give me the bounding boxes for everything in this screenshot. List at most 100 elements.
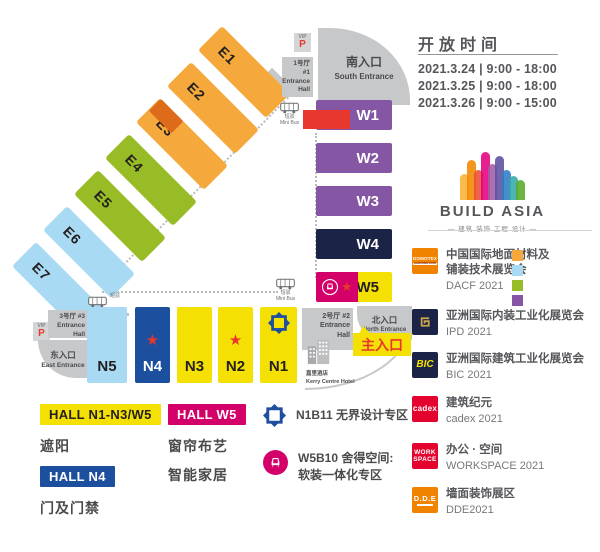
minibus-stop-middle: 短驳 Mini Bus (276, 278, 295, 302)
hall-label: N4 (142, 358, 163, 375)
hall-n5: N5 (87, 307, 127, 383)
hall-w5-soft-deco-zone: ★ (316, 272, 358, 302)
bic-code: BIC 2021 (446, 369, 492, 381)
swatch-blue (512, 265, 523, 276)
logo-bar (460, 174, 469, 200)
east-entrance-area: 东入口 East Entrance (38, 340, 88, 378)
workspace-name-line: 办公 · 空间 (446, 444, 503, 456)
hall-n1: N1 (260, 307, 297, 383)
hotel-building-icon (307, 339, 330, 365)
ipd-name-line: 亚洲国际内装工业化展览会 (446, 310, 584, 322)
hall2-line: 2号厅 #2 (322, 313, 350, 320)
hall-n4: ★N4 (135, 307, 170, 383)
vip-label: VIP (298, 34, 307, 40)
hall-label: E1 (215, 43, 240, 68)
hall-label: E7 (29, 259, 54, 284)
parking-label: P (299, 39, 306, 50)
shuttle-route-diagonal (100, 96, 289, 289)
featured-star-icon: ★ (228, 332, 243, 349)
south-entrance-label-en: South Entrance (334, 71, 394, 81)
hall1-line: Entrance (282, 77, 310, 85)
main-entrance-label: 主入口 (361, 336, 403, 353)
east-entrance-label-en: East Entrance (41, 362, 85, 369)
soft-deco-label-line: 软装一体化专区 (298, 468, 383, 482)
dde-logo-bar (417, 503, 433, 506)
hall-n2: ★N2 (218, 307, 253, 383)
hall-n3: N3 (177, 307, 212, 383)
vip-parking-top: VIP P (294, 33, 311, 52)
boundless-design-label: N1B11 无界设计专区 (296, 408, 409, 422)
logo-bar (481, 152, 490, 200)
swatch-green (512, 280, 523, 291)
kerry-label-en: Kerry Centre Hotel (306, 379, 355, 386)
bic-logo-text: BIC (416, 359, 434, 370)
hall-label: W2 (356, 149, 380, 167)
legend-row-ipd: 亚洲国际内装工业化展览会 IPD 2021 (412, 309, 600, 340)
opening-hours-row: 2021.3.26 | 9:00 - 15:00 (418, 96, 557, 110)
bic-name-line: 亚洲国际建筑工业化展览会 (446, 353, 584, 365)
hall-w4: W4 (316, 229, 392, 259)
sofa-icon (263, 450, 288, 475)
minibus-label-cn: 短驳 (110, 293, 121, 299)
ipd-code: IPD 2021 (446, 326, 492, 338)
kerry-centre-hotel: 嘉里酒店 Kerry Centre Hotel (306, 337, 376, 386)
bic-logo: BIC (412, 352, 438, 378)
minibus-icon (280, 102, 299, 114)
category-label: 门及门禁 (40, 500, 100, 516)
swatch-orange (512, 250, 523, 261)
divider (428, 230, 592, 231)
kerry-label-cn: 嘉里酒店 (306, 371, 329, 377)
hall-label: W4 (356, 235, 380, 253)
dacf-logo-subtext: asia/CHINAFLOOR (412, 261, 438, 265)
hall-w2: W2 (316, 143, 392, 173)
logo-bar (509, 176, 518, 200)
vip-parking-left: VIP P (33, 322, 50, 341)
ipd-logo (412, 309, 438, 335)
legend-row-dacf: DOMOTEX asia/CHINAFLOOR 中国国际地面材料及 铺装技术展览… (412, 248, 600, 306)
hall-badge: HALL N1-N3/W5 (40, 404, 161, 425)
dde-code: DDE2021 (446, 504, 494, 516)
legend-hall-n1n3w5: HALL N1-N3/W5 遮阳 (40, 404, 161, 456)
logo-bar (502, 170, 511, 200)
hall-label: E4 (122, 151, 147, 176)
build-asia-logo: BUILD ASIA — 建筑 装饰 工程 设计 — (420, 148, 565, 233)
hall-label: E2 (184, 79, 209, 104)
cadex-name-line: 建筑纪元 (446, 397, 492, 409)
hall-label: W5 (356, 278, 380, 296)
hall3-line: Entrance (57, 321, 85, 329)
featured-star-icon: ★ (341, 279, 353, 294)
hall3-line: 3号厅 #3 (59, 313, 85, 320)
minibus-label-en: Mini Bus (280, 120, 300, 126)
hall-label: E5 (91, 187, 116, 212)
dacf-name-line: 中国国际地面材料及 (446, 249, 550, 261)
boundless-design-icon (263, 404, 286, 427)
dacf-code: DACF 2021 (446, 280, 504, 292)
hall1-line: 1号厅 (293, 60, 310, 67)
cadex-logo: cadex (412, 396, 438, 422)
divider (418, 54, 558, 55)
legend-boundless-design: N1B11 无界设计专区 (263, 404, 408, 427)
boundless-design-zone-marker (260, 311, 297, 338)
minibus-icon (88, 296, 107, 308)
dacf-logo-text: DOMOTEX (412, 256, 438, 261)
build-asia-logo-text: BUILD ASIA (439, 203, 546, 220)
logo-bar (488, 164, 497, 200)
logo-bar (474, 170, 483, 200)
hall1-line: #1 (302, 68, 310, 76)
w1-highlight-zone (303, 110, 350, 129)
workspace-logo-text: SPACE (413, 456, 437, 463)
swatch-purple (512, 295, 523, 306)
shuttle-route-bottom (102, 291, 278, 293)
cadex-logo-text: cadex (412, 404, 438, 413)
hall-label: N1 (268, 358, 289, 375)
parking-label: P (38, 328, 45, 339)
hall-badge: HALL W5 (168, 404, 246, 425)
category-label: 智能家居 (168, 467, 228, 483)
opening-hours-row: 2021.3.25 | 9:00 - 18:00 (418, 79, 557, 93)
minibus-label-cn: 短驳 (280, 290, 291, 296)
legend-hall-n4: HALL N4 门及门禁 (40, 466, 115, 518)
hall-label: W3 (356, 192, 380, 210)
legend-row-bic: BIC 亚洲国际建筑工业化展览会 BIC 2021 (412, 352, 600, 383)
main-entrance-callout: 主入口 (353, 326, 411, 356)
ipd-spiral-icon (420, 317, 430, 327)
